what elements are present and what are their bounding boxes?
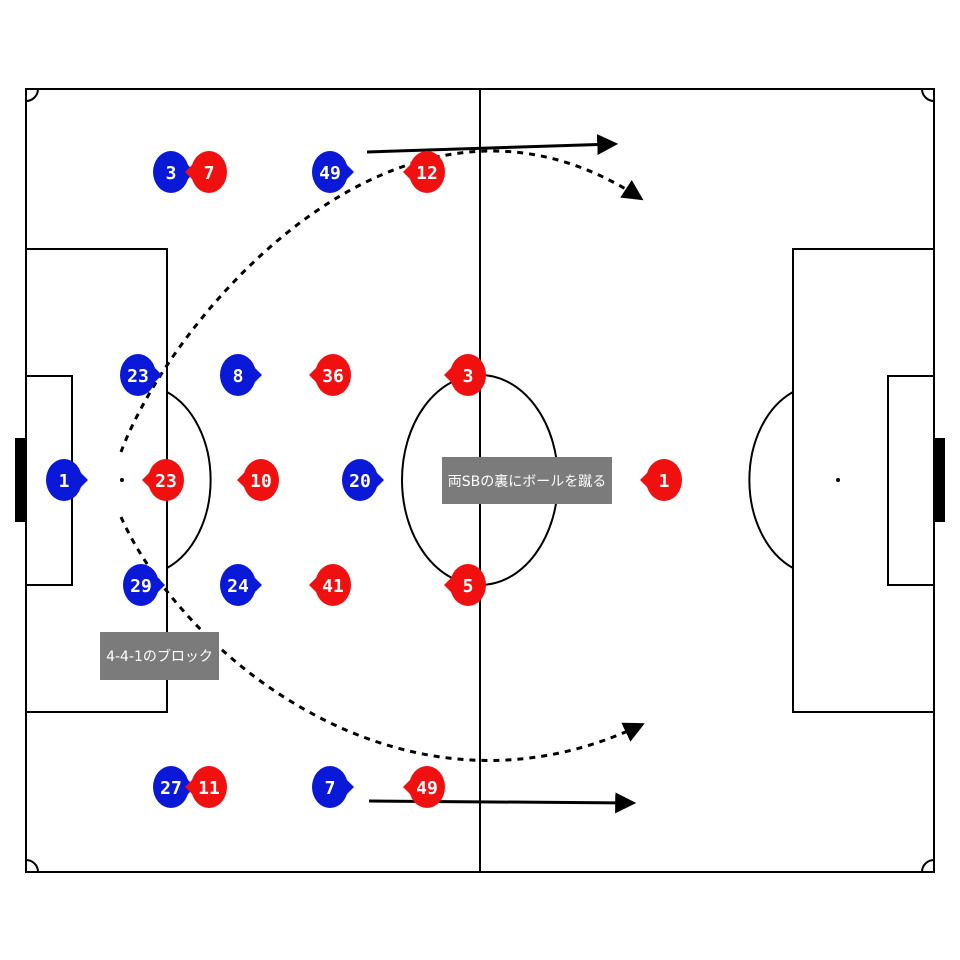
player-number: 3 — [166, 163, 177, 184]
pass-arrow-bottom — [119, 516, 645, 762]
arrows — [119, 134, 645, 814]
right-penalty-arc — [748, 391, 794, 569]
player-token-red[interactable]: 5 — [444, 564, 486, 606]
player-token-red[interactable]: 1 — [640, 459, 682, 501]
right-penalty-spot — [836, 478, 840, 482]
left-penalty-spot — [120, 478, 124, 482]
right-goal — [934, 438, 945, 522]
right-goal-area — [887, 375, 935, 586]
player-number: 23 — [127, 366, 149, 387]
left-goal — [15, 438, 26, 522]
corner-arc-bottom-left — [25, 859, 39, 873]
player-number: 5 — [463, 576, 474, 597]
run-arrow-top — [366, 134, 619, 156]
corner-arc-bottom-right — [921, 859, 935, 873]
player-number: 1 — [59, 471, 70, 492]
player-number: 36 — [322, 366, 344, 387]
player-token-blue[interactable]: 7 — [312, 766, 354, 808]
run-arrow-bottom — [368, 792, 637, 814]
player-token-red[interactable]: 49 — [403, 766, 445, 808]
pass-arrow-top — [119, 149, 644, 453]
red-team: 7 12 36 3 23 10 1 41 — [142, 151, 682, 808]
player-token-blue[interactable]: 49 — [312, 151, 354, 193]
player-token-red[interactable]: 12 — [403, 151, 445, 193]
player-token-red[interactable]: 3 — [444, 354, 486, 396]
right-penalty-area — [792, 248, 935, 713]
player-token-red[interactable]: 7 — [185, 151, 227, 193]
corner-arc-top-left — [25, 88, 39, 102]
player-number: 27 — [160, 778, 182, 799]
player-number: 20 — [349, 471, 371, 492]
player-number: 41 — [322, 576, 344, 597]
player-token-red[interactable]: 10 — [237, 459, 279, 501]
player-token-blue[interactable]: 29 — [123, 564, 165, 606]
formation-label: 4-4-1のブロック — [100, 632, 219, 680]
player-token-red[interactable]: 36 — [309, 354, 351, 396]
player-number: 8 — [233, 366, 244, 387]
player-token-red[interactable]: 23 — [142, 459, 184, 501]
tactic-label: 両SBの裏にボールを蹴る — [442, 457, 612, 504]
player-number: 7 — [325, 778, 336, 799]
player-number: 12 — [416, 163, 438, 184]
player-number: 29 — [130, 576, 152, 597]
player-token-blue[interactable]: 8 — [220, 354, 262, 396]
player-number: 3 — [463, 366, 474, 387]
player-token-red[interactable]: 41 — [309, 564, 351, 606]
player-token-blue[interactable]: 24 — [220, 564, 262, 606]
player-token-blue[interactable]: 23 — [120, 354, 162, 396]
player-number: 49 — [416, 778, 438, 799]
player-token-red[interactable]: 11 — [185, 766, 227, 808]
corner-arc-top-right — [921, 88, 935, 102]
player-number: 10 — [250, 471, 272, 492]
player-number: 24 — [227, 576, 249, 597]
left-penalty-arc — [166, 391, 212, 569]
player-number: 49 — [319, 163, 341, 184]
player-number: 23 — [155, 471, 177, 492]
player-token-blue[interactable]: 1 — [46, 459, 88, 501]
player-number: 7 — [204, 163, 215, 184]
player-number: 1 — [659, 471, 670, 492]
player-number: 11 — [198, 778, 220, 799]
player-token-blue[interactable]: 20 — [342, 459, 384, 501]
